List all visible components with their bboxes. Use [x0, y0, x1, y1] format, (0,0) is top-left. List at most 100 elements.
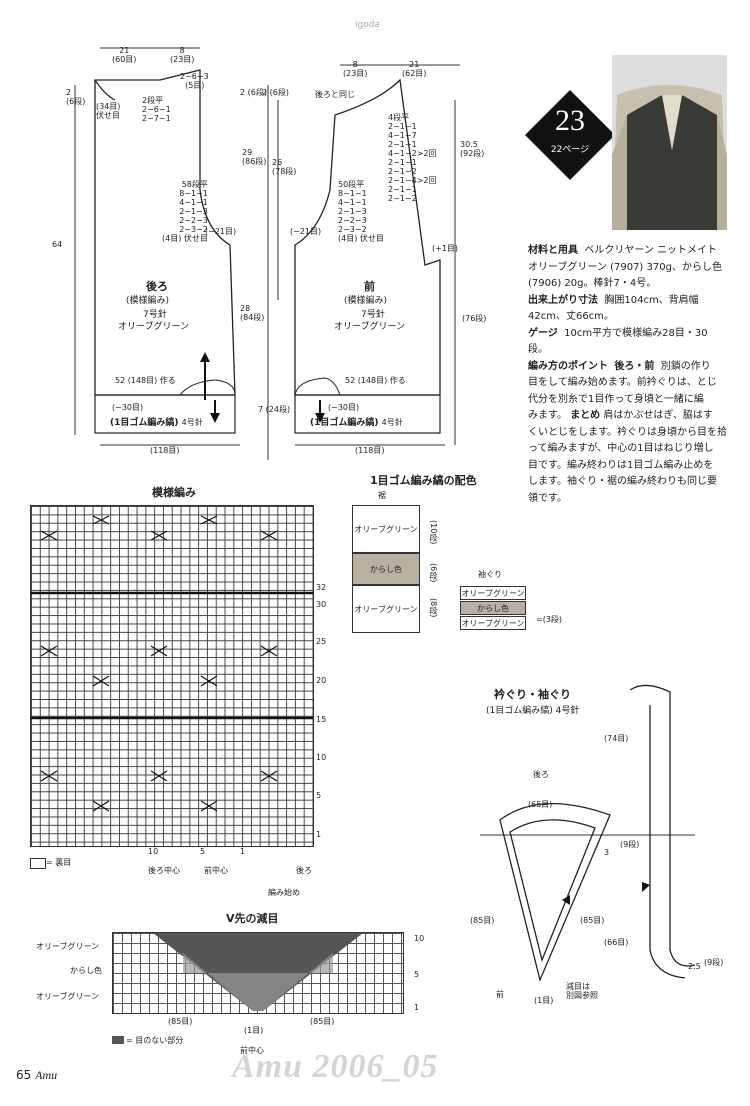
front-rib-label: (1目ゴム編み縞) 4号針: [310, 418, 403, 428]
arm-height: 2.5: [688, 962, 701, 971]
row-label-5: 5: [316, 791, 322, 800]
start-label: 編み始め: [268, 888, 300, 897]
front-side-26: 26(78段): [272, 158, 297, 176]
rib-count-3: (8段): [429, 598, 438, 618]
pattern-chart-title: 模様編み: [152, 486, 196, 499]
arm-rows: (9段): [704, 958, 724, 967]
collar-left-count: (85目): [470, 916, 495, 925]
v-label-olive-2: オリーブグリーン: [36, 992, 100, 1001]
legend-box-icon: [30, 858, 46, 869]
collar-title: 衿ぐり・袖ぐり: [494, 688, 571, 701]
v-row-5: 5: [414, 970, 420, 979]
collar-center: (1目): [534, 996, 554, 1005]
back-needle: 7号針: [143, 310, 167, 320]
materials-title: 材料と用具: [528, 245, 578, 256]
front-neck-height: 30.5(92段): [460, 140, 485, 158]
collar-diagram-svg: [480, 684, 696, 983]
rib-stripe-1: オリーブグリーン: [352, 505, 420, 553]
back-bottom-width: (118目): [150, 446, 180, 455]
back-top-width-21: 21(60目): [112, 46, 137, 64]
collar-back-count: (65目): [528, 800, 553, 809]
arm-stripe-1: オリーブグリーン: [460, 586, 526, 600]
back-shoulder-dec: 2−6−3 (5目): [180, 72, 209, 90]
front-same-as-back: 後ろと同じ: [315, 90, 355, 99]
row-label-32: 32: [316, 583, 327, 592]
back-side-29: 29(86段): [242, 148, 267, 166]
front-needle: 7号針: [361, 310, 385, 320]
collar-back-label: 後ろ: [533, 770, 549, 779]
back-rib-height: 7 (24段): [258, 405, 291, 414]
collar-three: 3: [604, 848, 610, 857]
pattern-number-badge: 23 22ページ: [525, 90, 615, 180]
front-make-label: 52 (148目) 作る: [345, 376, 406, 385]
v-chart-grid: [112, 932, 404, 1014]
col-label-1: 1: [240, 847, 246, 856]
collar-note: 減目は別図参照: [566, 982, 598, 1000]
pattern-chart-grid: [30, 505, 314, 847]
front-top-width-8: 8(23目): [343, 60, 368, 78]
v-legend: = 目のない部分: [126, 1036, 184, 1045]
front-bottom-width: (118目): [355, 446, 385, 455]
back-total-height: 64: [52, 240, 63, 249]
rib-count-1: (10段): [429, 520, 438, 545]
rib-stripe-3: オリーブグリーン: [352, 585, 420, 633]
page-number: 65 Amu: [16, 1068, 58, 1082]
front-pattern: (模様編み): [344, 296, 388, 306]
back-neck-cast: (34目)伏せ目: [96, 102, 121, 120]
materials-block: 材料と用具 ベルクリヤーン ニットメイト オリーブグリーン (7907) 370…: [528, 245, 727, 504]
v-label-mustard: からし色: [70, 966, 102, 975]
row-label-1: 1: [316, 830, 322, 839]
back-minus30: (−30目): [112, 403, 144, 412]
collar-front-label: 前: [496, 990, 504, 999]
back-top-width-8: 8(23目): [170, 46, 195, 64]
vest-image-icon: [612, 55, 727, 230]
back-title: 後ろ: [146, 280, 168, 293]
marker-front-center: 前中心: [204, 866, 228, 875]
back-side-28: 28(84段): [240, 304, 265, 322]
v-label-olive-1: オリーブグリーン: [36, 942, 100, 951]
row-label-10: 10: [316, 753, 327, 762]
arm-bottom-count: (66目): [604, 938, 629, 947]
v-chart-shade: [153, 933, 363, 1011]
v-legend-box-icon: [112, 1036, 124, 1044]
site-label: igoda: [355, 20, 380, 30]
back-color: オリーブグリーン: [118, 322, 190, 332]
front-top-width-21: 21(62目): [402, 60, 427, 78]
rib-colors-title: 1目ゴム編み縞の配色: [370, 474, 477, 487]
v-right-count: (85目): [310, 1017, 335, 1026]
v-row-1: 1: [414, 1003, 420, 1012]
marker-back-center: 後ろ中心: [148, 866, 180, 875]
front-side-top: 2 (6段): [262, 88, 289, 97]
row-label-25: 25: [316, 637, 327, 646]
row-label-30: 30: [316, 600, 327, 609]
back-armhole-minus: (−21目): [205, 227, 237, 236]
row-label-20: 20: [316, 676, 327, 685]
v-center-count: (1目): [244, 1026, 264, 1035]
arm-stripe-2: からし色: [460, 601, 526, 615]
back-side-top: 2 (6段): [240, 88, 267, 97]
v-left-count: (85目): [168, 1017, 193, 1026]
rib-hem-label: 裾: [378, 491, 386, 500]
v-row-10: 10: [414, 934, 425, 943]
v-chart-title: V先の減目: [226, 912, 279, 925]
col-label-10: 10: [148, 847, 159, 856]
marker-back: 後ろ: [296, 866, 312, 875]
badge-diamond-icon: [525, 90, 615, 180]
collar-three-rows: (9段): [620, 840, 640, 849]
front-armhole-minus: (−21目): [290, 227, 322, 236]
back-make-label: 52 (148目) 作る: [115, 376, 176, 385]
front-color: オリーブグリーン: [334, 322, 406, 332]
badge-page-ref: 22ページ: [550, 145, 590, 155]
legend-purl: = 裏目: [46, 858, 72, 867]
arm-stripe-3: オリーブグリーン: [460, 616, 526, 630]
front-plus1: (+1目): [432, 244, 459, 253]
schematic-svg: [74, 47, 460, 460]
front-title: 前: [364, 280, 375, 293]
arm-label: 袖ぐり: [478, 570, 502, 579]
arm-count: =(3段): [536, 615, 563, 624]
vest-photo: [612, 55, 727, 230]
cable-cross-marks: [31, 515, 313, 812]
